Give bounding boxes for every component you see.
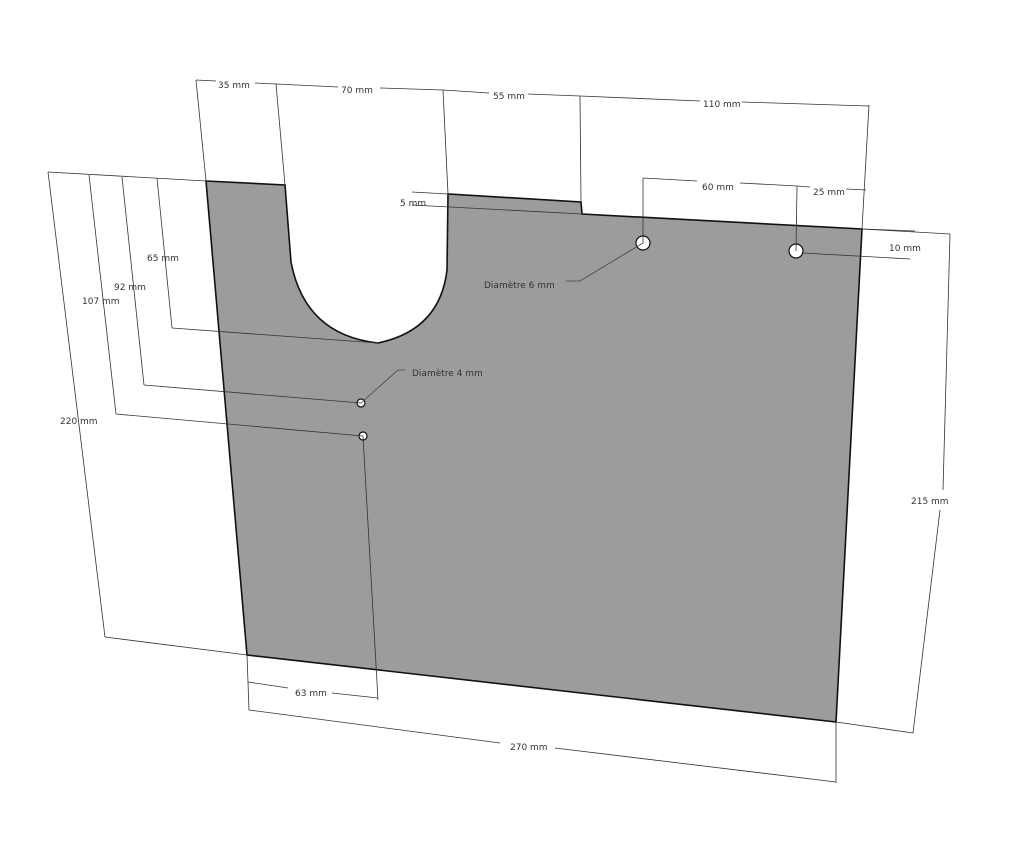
leader-hole-6 <box>566 242 644 282</box>
leader-hole-4 <box>360 369 405 404</box>
dim-55: 55 mm <box>493 92 525 102</box>
plate <box>205 180 863 723</box>
dim-220: 220 mm <box>60 417 98 427</box>
dimension-lines-left <box>47 171 364 656</box>
dim-65: 65 mm <box>147 254 179 264</box>
annotation-hole-6: Diamètre 6 mm <box>484 280 555 291</box>
dim-10: 10 mm <box>889 244 921 254</box>
dim-60: 60 mm <box>702 183 734 193</box>
dim-110: 110 mm <box>703 100 741 110</box>
dimension-lines-bottom <box>246 435 837 783</box>
annotation-hole-4: Diamètre 4 mm <box>412 368 483 379</box>
extension-line <box>171 327 379 344</box>
dim-270: 270 mm <box>510 743 548 753</box>
dim-63: 63 mm <box>295 689 327 699</box>
dim-25: 25 mm <box>813 188 845 198</box>
dimension-lines-top <box>195 79 916 260</box>
dim-92: 92 mm <box>114 283 146 293</box>
dim-215: 215 mm <box>911 497 949 507</box>
dim-35: 35 mm <box>218 81 250 91</box>
dim-5: 5 mm <box>400 199 426 209</box>
dim-107: 107 mm <box>82 297 120 307</box>
dim-70: 70 mm <box>341 86 373 96</box>
dimension-lines-right <box>835 228 951 734</box>
